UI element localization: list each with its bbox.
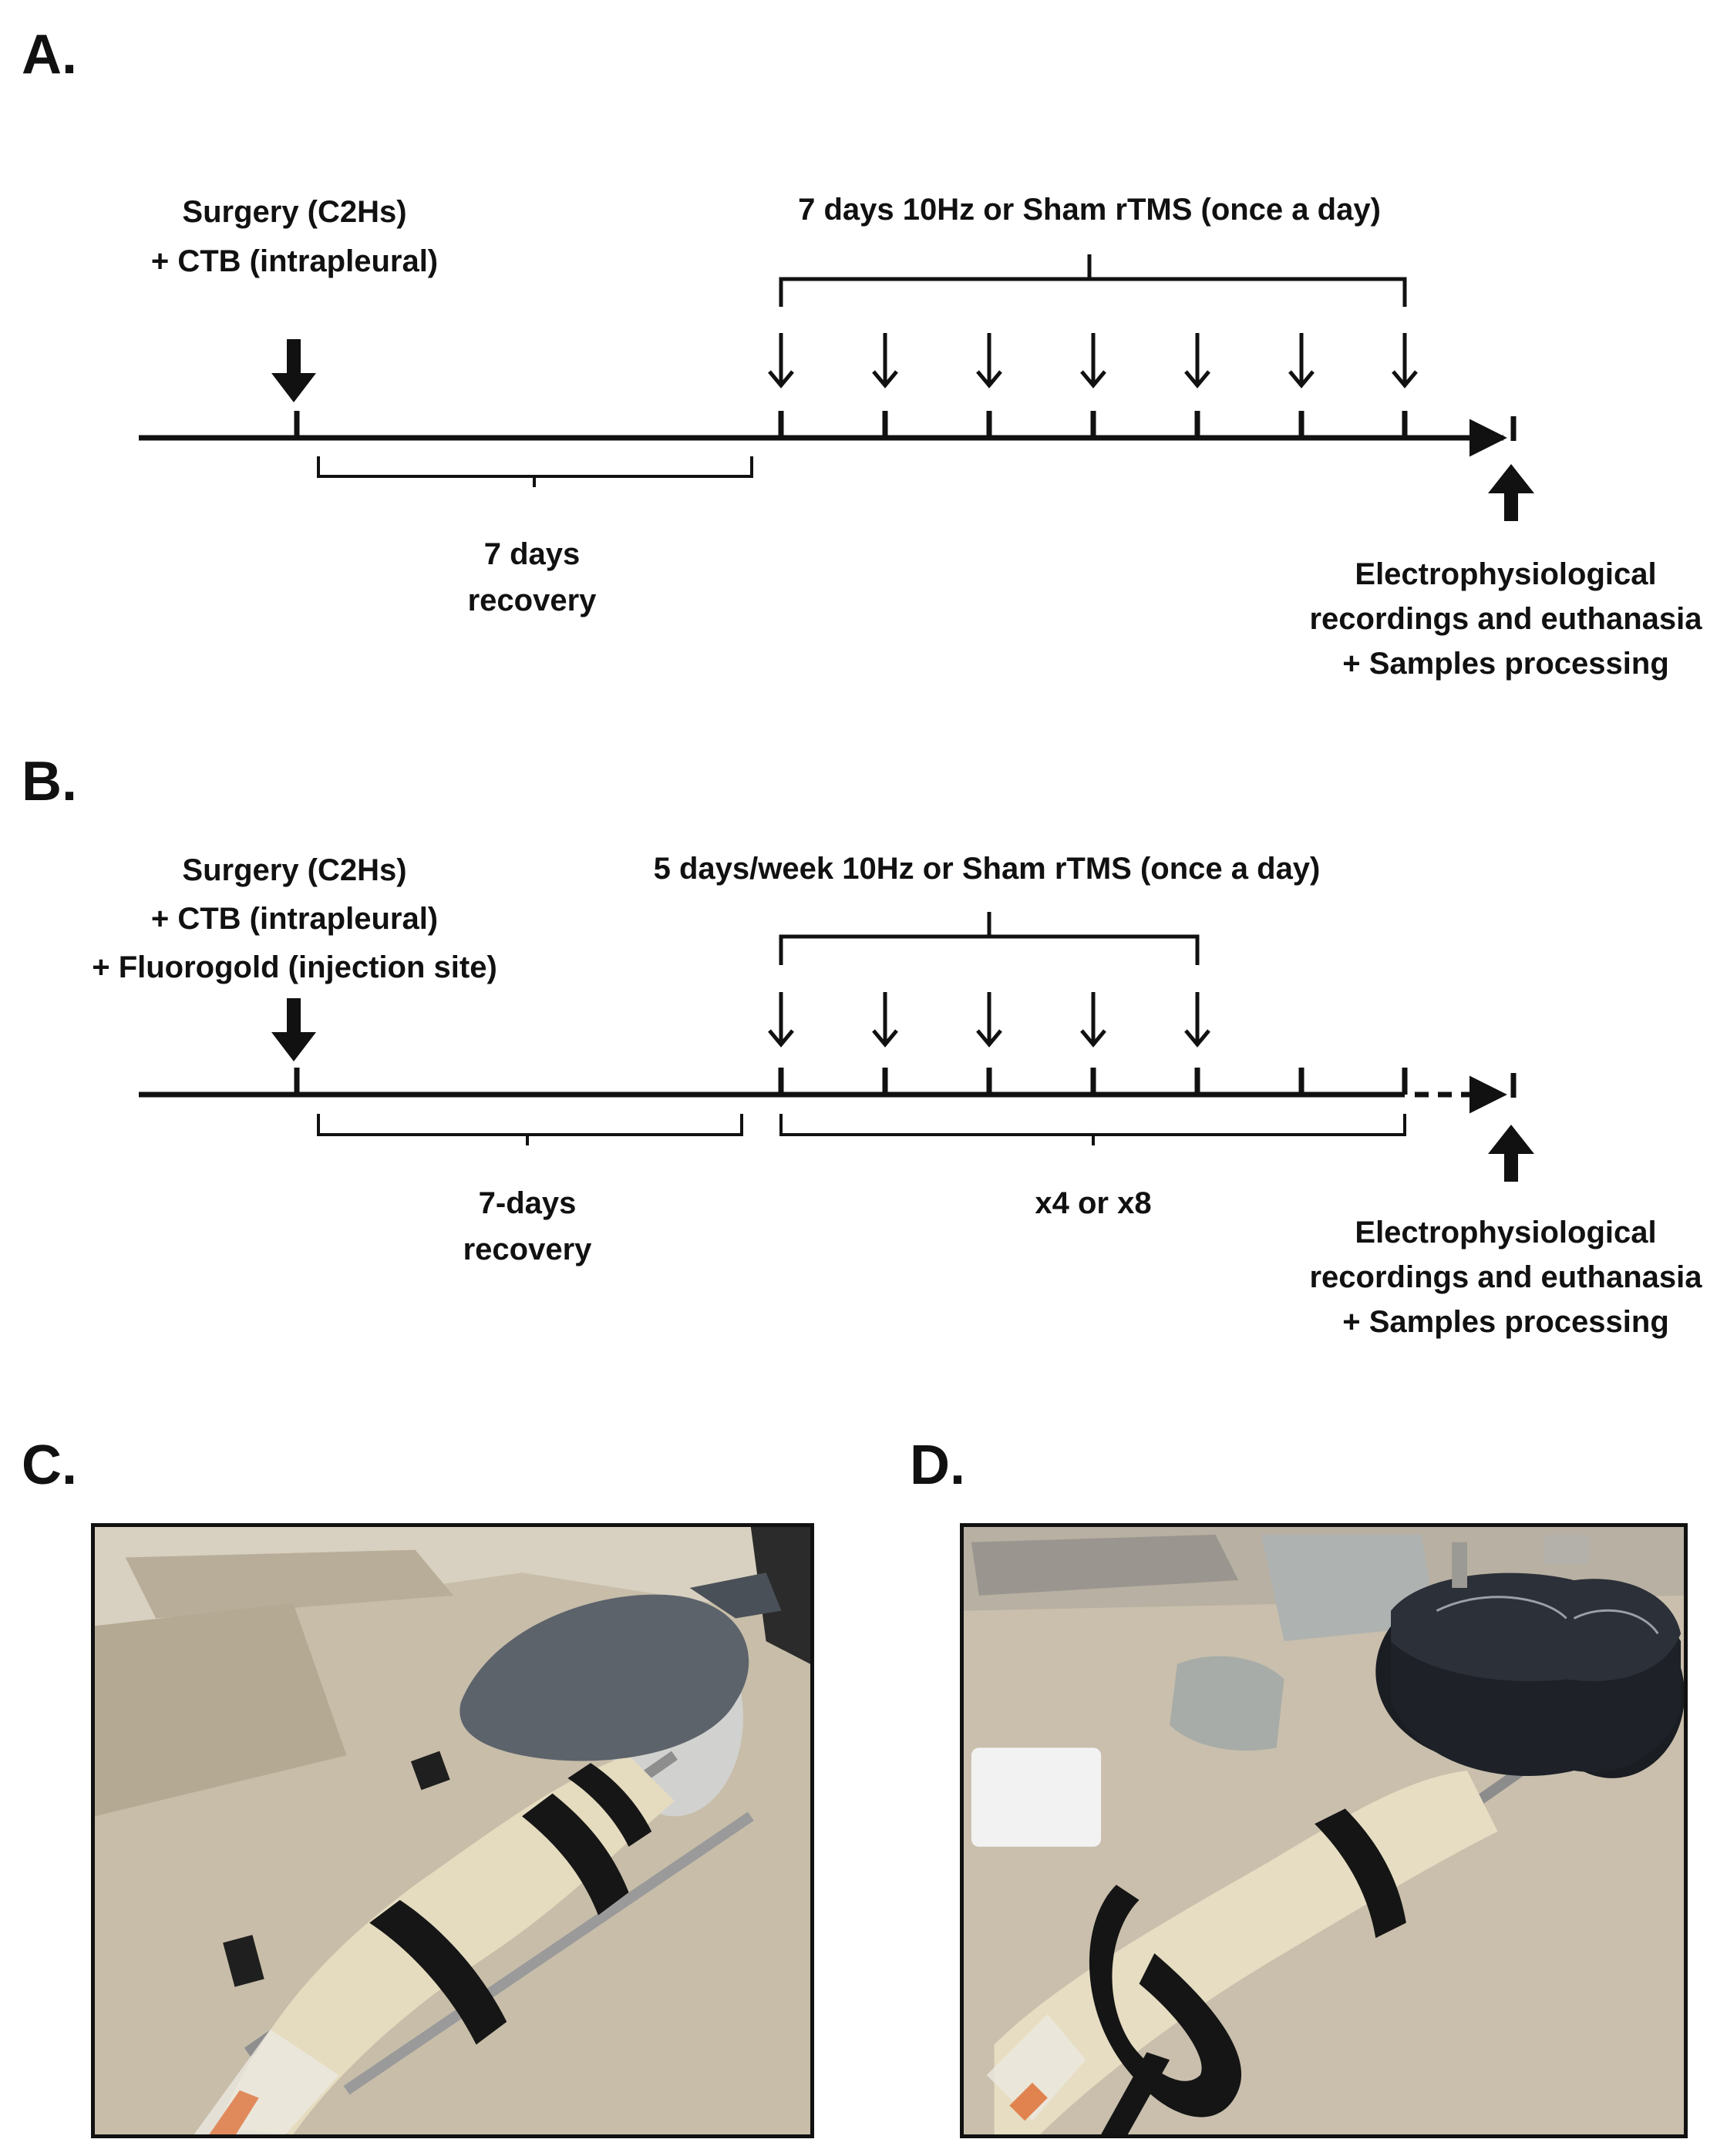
panel-a-end-label-3: + Samples processing xyxy=(1342,647,1669,681)
panel-c-letter: C. xyxy=(22,1435,77,1496)
panel-b-surgery-label-1: Surgery (C2Hs) xyxy=(182,853,406,887)
panel-a-day-ticks xyxy=(294,411,1408,438)
panel-d-letter: D. xyxy=(910,1435,965,1496)
panel-c-photo xyxy=(91,1523,814,2138)
panel-a-recovery-brace xyxy=(317,456,753,487)
panel-a-treatment-brace xyxy=(779,254,1407,307)
panel-a-surgery-arrow xyxy=(271,339,316,402)
panel-a-letter: A. xyxy=(22,24,77,86)
panel-b-recovery-brace xyxy=(317,1114,743,1145)
panel-b-daily-arrows xyxy=(768,992,1210,1048)
panel-b-surgery-arrow xyxy=(271,998,316,1061)
rat-restraint-sham-coil-picture xyxy=(95,1527,810,2134)
panel-a-end-arrow xyxy=(1488,464,1534,521)
panel-b-end-arrow xyxy=(1488,1125,1534,1182)
panel-b-repeat-label: x4 or x8 xyxy=(1035,1186,1151,1220)
panel-b-repeat-brace xyxy=(779,1114,1406,1145)
panel-b-surgery-label-3: + Fluorogold (injection site) xyxy=(92,950,497,984)
panel-b-letter: B. xyxy=(22,751,77,812)
panel-a-surgery-label-2: + CTB (intrapleural) xyxy=(151,244,438,278)
panel-a-daily-arrows xyxy=(768,333,1418,388)
panel-a-surgery-label-1: Surgery (C2Hs) xyxy=(182,195,406,229)
panel-b-surgery-label-2: + CTB (intrapleural) xyxy=(151,902,438,936)
panel-a-recovery-label-1: 7 days xyxy=(484,537,581,571)
panel-a-treatment-label: 7 days 10Hz or Sham rTMS (once a day) xyxy=(798,193,1381,227)
panel-d-photo xyxy=(960,1523,1688,2138)
panel-b-recovery-label-2: recovery xyxy=(463,1233,593,1266)
panel-a-end-label-2: recordings and euthanasia xyxy=(1309,602,1702,636)
panel-b-treatment-brace xyxy=(779,912,1200,965)
panel-b: B. Surgery (C2Hs) + CTB (intrapleural) +… xyxy=(22,751,1702,1339)
panel-b-recovery-label-1: 7-days xyxy=(479,1186,577,1220)
panel-b-treatment-label: 5 days/week 10Hz or Sham rTMS (once a da… xyxy=(654,852,1321,886)
panel-b-end-label-3: + Samples processing xyxy=(1342,1305,1669,1339)
panel-b-day-ticks xyxy=(294,1068,1408,1095)
panel-b-end-label-1: Electrophysiological xyxy=(1355,1216,1656,1250)
experimental-timeline-diagram: A. Surgery (C2Hs) + CTB (intrapleural) 7… xyxy=(22,24,1702,1339)
photo-panel-letters: C. D. xyxy=(22,1435,965,1496)
panel-a-recovery-label-2: recovery xyxy=(468,584,598,617)
rat-restraint-active-coil-picture xyxy=(964,1527,1684,2134)
panel-b-end-label-2: recordings and euthanasia xyxy=(1309,1260,1702,1294)
panel-a: A. Surgery (C2Hs) + CTB (intrapleural) 7… xyxy=(22,24,1702,681)
panel-a-end-label-1: Electrophysiological xyxy=(1355,557,1656,591)
